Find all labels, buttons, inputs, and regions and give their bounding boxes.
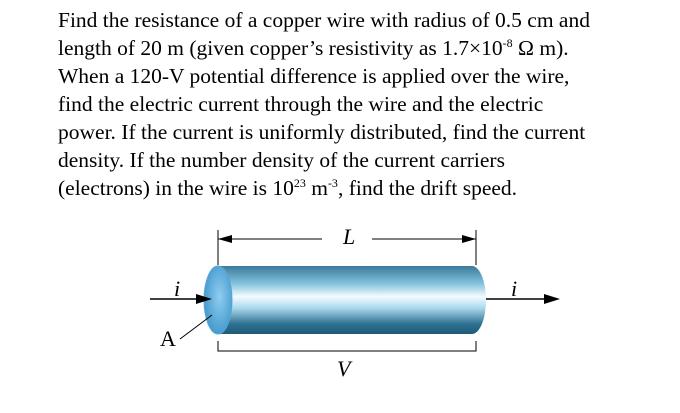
problem-line-2-units: Ω m). (512, 36, 569, 60)
problem-line-7-end: , find the drift speed. (337, 176, 518, 200)
length-arrowhead-right (462, 235, 476, 243)
problem-statement: Find the resistance of a copper wire wit… (58, 6, 673, 202)
area-leader-line (179, 314, 213, 340)
current-label-left: i (174, 276, 181, 301)
length-arrowhead-left (218, 235, 232, 243)
problem-line-7-units: m (305, 176, 328, 200)
problem-line-4: find the electric current through the wi… (58, 92, 544, 116)
volume-exponent: -3 (327, 176, 338, 190)
area-label: A (160, 326, 176, 351)
problem-line-6: density. If the number density of the cu… (58, 148, 505, 172)
wire-figure: L i i A V (0, 220, 680, 408)
problem-line-3: When a 120-V potential difference is app… (58, 64, 570, 88)
voltage-label: V (337, 356, 351, 381)
problem-line-7-text: (electrons) in the wire is 10 (58, 176, 294, 200)
resistivity-exponent: -8 (502, 36, 513, 50)
wire-body (218, 266, 486, 334)
problem-line-7: (electrons) in the wire is 1023 m-3, fin… (58, 174, 673, 202)
length-label: L (337, 224, 362, 250)
problem-line-2: length of 20 m (given copper’s resistivi… (58, 34, 673, 62)
problem-line-5: power. If the current is uniformly distr… (58, 120, 586, 144)
voltage-bracket (217, 341, 477, 352)
wire-diagram (150, 230, 560, 352)
current-label-right: i (511, 276, 518, 301)
problem-line-2-text: length of 20 m (given copper’s resistivi… (58, 36, 503, 60)
current-arrowhead-in (196, 294, 212, 304)
current-arrowhead-out (544, 294, 560, 304)
problem-line-1: Find the resistance of a copper wire wit… (58, 8, 590, 32)
number-density-exponent: 23 (293, 176, 306, 190)
